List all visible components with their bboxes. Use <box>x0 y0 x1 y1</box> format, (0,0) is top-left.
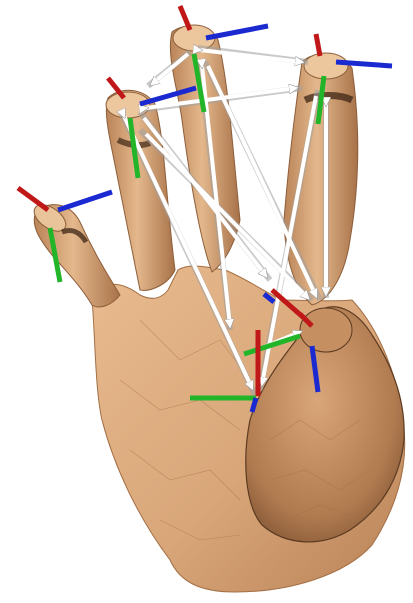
axis-x-little <box>316 34 320 56</box>
nail-little <box>304 53 348 79</box>
thumb-tip <box>300 308 352 352</box>
axis-z-ring <box>206 26 268 38</box>
axis-z-index <box>58 192 112 210</box>
finger-middle <box>106 90 175 290</box>
axis-x-index <box>18 188 48 210</box>
